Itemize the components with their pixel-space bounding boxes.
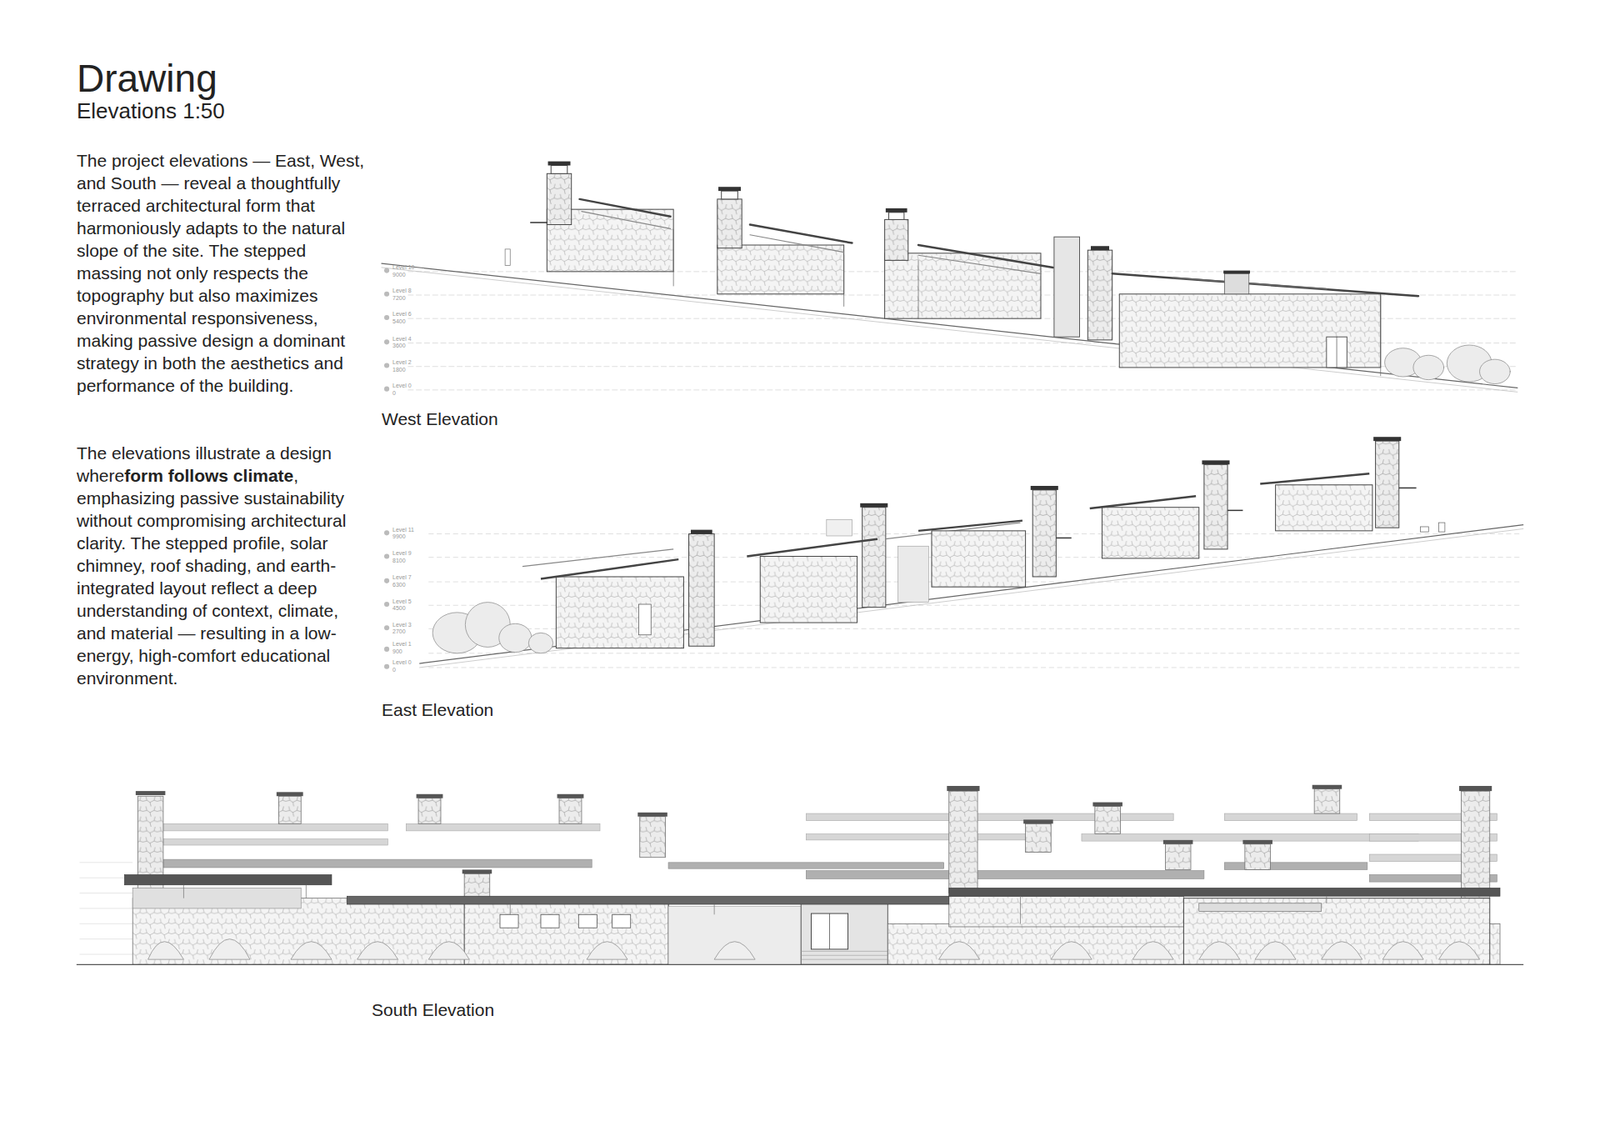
elevation-title: South Elevation [371,999,495,1021]
description-paragraph: The project elevations — East, West, and… [76,149,369,397]
elevation-title: East Elevation [381,699,494,721]
level-name: Level 4 [392,335,412,343]
level-name: Level 9 [392,550,412,557]
level-name: Level 1 [392,640,412,648]
level-height: 5400 [392,318,406,325]
description-paragraph: The elevations illustrate a design where… [76,441,369,690]
level-name: Level 11 [392,526,415,534]
level-name: Level 0 [392,382,412,390]
level-height: 900 [392,648,403,655]
level-name: Level 7 [392,574,412,581]
west-elevation [381,161,1518,393]
level-height: 3600 [392,342,406,350]
level-height: 8100 [392,557,406,565]
level-height: 6300 [392,581,406,589]
level-height: 7200 [392,295,406,302]
level-name: Level 2 [392,359,412,366]
south-elevation [76,785,1524,965]
elevation-title: West Elevation [381,408,499,430]
level-height: 9000 [392,271,406,279]
sheet-title: Drawing [76,57,218,100]
level-name: Level 0 [392,659,412,666]
level-height: 0 [392,390,396,397]
level-height: 1800 [392,366,406,374]
sheet-subtitle: Elevations 1:50 [76,98,225,124]
level-name: Level 8 [392,287,412,295]
level-height: 4500 [392,605,406,612]
level-name: Level 10 [392,264,415,271]
level-name: Level 5 [392,598,412,605]
level-name: Level 6 [392,310,412,318]
level-height: 9900 [392,533,406,540]
paragraph-text: , emphasizing passive sustainability wit… [76,465,346,688]
east-elevation [384,436,1524,670]
level-name: Level 3 [392,621,412,629]
level-height: 0 [392,666,396,674]
emphasis-text: form follows climate [124,465,294,485]
level-height: 2700 [392,628,406,635]
